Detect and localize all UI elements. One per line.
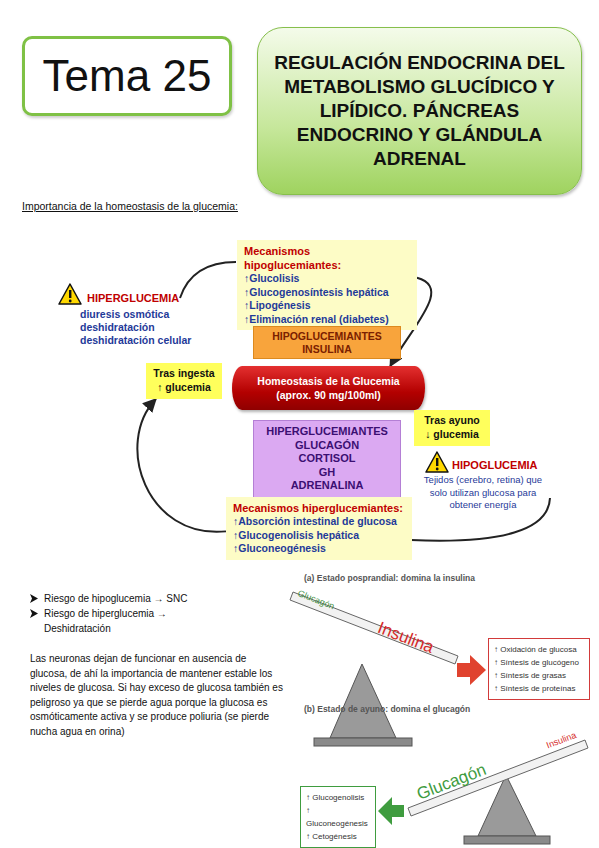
cycle-arc xyxy=(180,262,236,298)
bullet-text: Riesgo de hipoglucemia → SNC xyxy=(44,591,264,606)
node-text: ↑ Síntesis de grasas xyxy=(494,669,584,682)
node-text: INSULINA xyxy=(258,343,396,356)
node-text: ↑Glucogenosíntesis hepática xyxy=(244,286,410,300)
effect-note: diuresis osmótica deshidratación deshidr… xyxy=(80,308,206,347)
effect-arrow xyxy=(457,655,486,685)
effect-note: Tejidos (cerebro, retina) que solo utili… xyxy=(420,474,546,512)
node-text: ↑ Gluconeogénesis xyxy=(306,804,370,830)
node-text: ↑Gluconeogénesis xyxy=(233,542,405,556)
cycle-arrow xyxy=(137,399,226,532)
panel-caption: (b) Estado de ayuno: domina el glucagón xyxy=(304,704,564,714)
node-text: ↑ Síntesis de glucógeno xyxy=(494,656,584,669)
seesaw xyxy=(290,592,486,746)
node-text: ↑ Cetogénesis xyxy=(306,830,370,843)
node-text: ↑ glucemia xyxy=(150,381,218,395)
state-box: Tras ingesta↑ glucemia xyxy=(146,363,222,399)
node-text: (aprox. 90 mg/100ml) xyxy=(240,388,417,402)
effect-arrow xyxy=(378,797,404,825)
node-heading: Mecanismos hiperglucemiantes: xyxy=(233,501,405,515)
bullet-text: Riesgo de hiperglucemia → Deshidratación xyxy=(44,606,194,636)
title-text: REGULACIÓN ENDOCRINA DEL METABOLISMO GLU… xyxy=(272,51,567,171)
warning-icon xyxy=(59,284,81,304)
node-heading: Tras ingesta xyxy=(150,367,218,381)
effect-box: ↑ Glucogenolisis↑ Gluconeogénesis↑ Cetog… xyxy=(300,786,376,848)
node-heading: Homeostasis de la Glucemia xyxy=(240,374,417,388)
node-text: ↑Absorción intestinal de glucosa xyxy=(233,515,405,529)
node-text: ↑ Síntesis de proteínas xyxy=(494,682,584,695)
hormone-box: HIPERGLUCEMIANTESGLUCAGÓNCORTISOLGHADREN… xyxy=(253,420,401,498)
state-heading: HIPOGLUCEMIA xyxy=(452,459,562,471)
paragraph: Las neuronas dejan de funcionar en ausen… xyxy=(30,652,286,739)
bullet-arrow xyxy=(30,594,38,603)
node-heading: ↑ Oxidación de glucosa xyxy=(494,643,584,656)
homeostasis-cylinder: Homeostasis de la Glucemia(aprox. 90 mg/… xyxy=(232,366,425,410)
plank-label: Insulina xyxy=(375,618,437,658)
node-text: ↓ glucemia xyxy=(418,428,486,442)
node-heading: Tema 25 xyxy=(43,51,212,101)
effect-box: ↑ Oxidación de glucosa↑ Síntesis de gluc… xyxy=(488,638,590,700)
node-text: ↑Glucolisis xyxy=(244,272,410,286)
bullet-arrow xyxy=(30,609,38,618)
state-heading: HIPERGLUCEMIA xyxy=(87,292,197,304)
title-box: REGULACIÓN ENDOCRINA DEL METABOLISMO GLU… xyxy=(257,27,582,195)
hormone-box: HIPOGLUCEMIANTESINSULINA xyxy=(253,326,401,359)
mechanism-box: Mecanismos hiperglucemiantes:↑Absorción … xyxy=(226,497,412,560)
node-heading: ↑ Glucogenolisis xyxy=(306,791,370,804)
node-text: GH xyxy=(258,466,396,480)
node-text: ↑Eliminación renal (diabetes) xyxy=(244,313,410,327)
node-text: CORTISOL xyxy=(258,452,396,466)
section-heading: Importancia de la homeostasis de la gluc… xyxy=(22,200,322,212)
topic-box: Tema 25 xyxy=(22,36,232,116)
seesaw xyxy=(378,740,588,844)
node-heading: Mecanismos hipoglucemiantes: xyxy=(244,244,410,272)
node-text: ↑Glucogenolisis hepática xyxy=(233,529,405,543)
panel-caption: (a) Estado posprandial: domina la insuli… xyxy=(304,573,564,583)
node-heading: Tras ayuno xyxy=(418,414,486,428)
node-text: ADRENALINA xyxy=(258,479,396,493)
state-box: Tras ayuno↓ glucemia xyxy=(414,410,490,446)
node-heading: HIPOGLUCEMIANTES xyxy=(258,330,396,343)
node-text: GLUCAGÓN xyxy=(258,439,396,453)
node-text: ↑Lipogénesis xyxy=(244,299,410,313)
warning-icon xyxy=(426,452,448,472)
mechanism-box: Mecanismos hipoglucemiantes:↑Glucolisis↑… xyxy=(237,240,417,330)
node-heading: HIPERGLUCEMIANTES xyxy=(258,425,396,439)
